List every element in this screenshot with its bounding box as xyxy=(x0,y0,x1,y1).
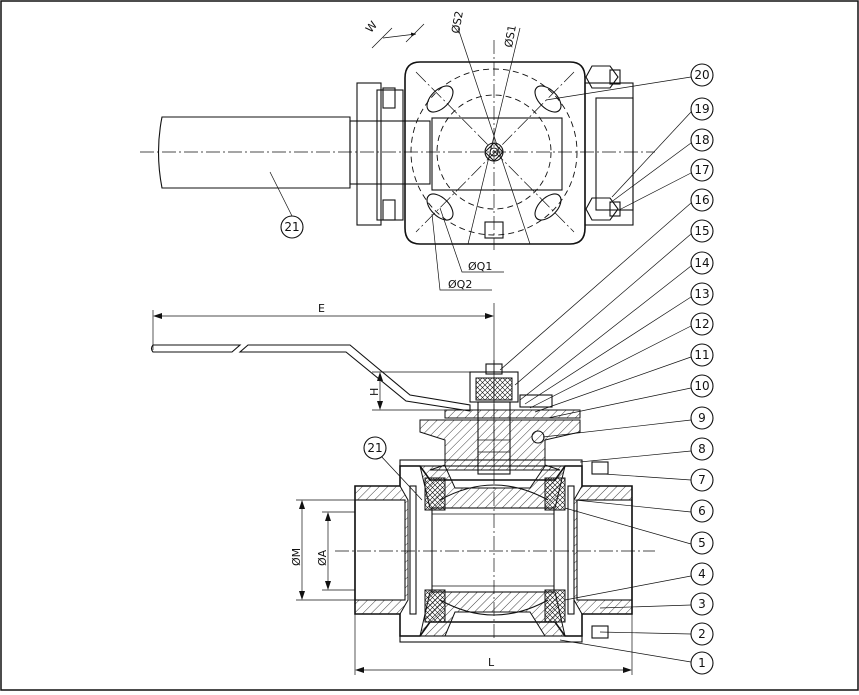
balloon-10: 10 xyxy=(690,374,714,398)
svg-text:7: 7 xyxy=(698,473,706,487)
svg-text:6: 6 xyxy=(698,504,706,518)
balloon-13: 13 xyxy=(690,282,714,306)
svg-text:21: 21 xyxy=(367,441,382,455)
side-seat-right-bottom xyxy=(544,589,566,623)
svg-text:8: 8 xyxy=(698,442,706,456)
top-bolt-right-bottom xyxy=(609,201,621,217)
balloon-9: 9 xyxy=(690,406,714,430)
side-view: E H xyxy=(150,202,692,675)
svg-text:4: 4 xyxy=(698,567,706,581)
balloon-4: 4 xyxy=(690,562,714,586)
balloon-7: 7 xyxy=(690,468,714,492)
balloon-11: 11 xyxy=(690,343,714,367)
svg-text:19: 19 xyxy=(694,102,709,116)
dim-S1: ØS1 xyxy=(502,24,519,49)
top-nut-right-bottom xyxy=(585,197,619,221)
top-slot-holes xyxy=(426,85,562,221)
svg-text:14: 14 xyxy=(694,256,709,270)
top-bolt-left-bottom xyxy=(382,199,396,221)
balloon-12: 12 xyxy=(690,312,714,336)
side-bonnet xyxy=(419,419,581,471)
svg-text:21: 21 xyxy=(284,220,299,234)
top-body-right-end xyxy=(584,82,634,226)
dim-L: L xyxy=(488,656,495,669)
balloon-6: 6 xyxy=(690,499,714,523)
svg-text:5: 5 xyxy=(698,536,706,550)
svg-text:15: 15 xyxy=(694,224,709,238)
balloon-18: 18 xyxy=(690,128,714,152)
side-bolt-top xyxy=(399,459,583,467)
top-mounting-pad xyxy=(404,61,586,245)
side-gasket-left xyxy=(409,485,417,615)
balloon-19: 19 xyxy=(690,97,714,121)
balloon-21-top: 21 xyxy=(280,215,304,239)
svg-text:12: 12 xyxy=(694,317,709,331)
balloon-1: 1 xyxy=(690,651,714,675)
balloon-8: 8 xyxy=(690,437,714,461)
dim-S2: ØS2 xyxy=(449,10,466,35)
side-gasket-right xyxy=(567,485,575,615)
svg-text:3: 3 xyxy=(698,597,706,611)
dim-E: E xyxy=(318,302,325,315)
balloon-3: 3 xyxy=(690,592,714,616)
dim-Q1: ØQ1 xyxy=(468,260,492,273)
side-end-bore-left xyxy=(354,499,406,601)
balloon-5: 5 xyxy=(690,531,714,555)
svg-text:11: 11 xyxy=(694,348,709,362)
top-body-right-cap xyxy=(595,97,634,211)
side-seat-left-top xyxy=(424,477,446,511)
svg-text:16: 16 xyxy=(694,193,709,207)
side-stop-plate xyxy=(444,409,581,419)
top-pcd-circle-inner xyxy=(436,94,552,210)
side-bolt-bottom xyxy=(399,635,583,643)
svg-text:13: 13 xyxy=(694,287,709,301)
top-bolt-right-top xyxy=(609,69,621,85)
side-handle xyxy=(150,344,242,353)
top-handle-hub xyxy=(349,120,431,185)
svg-text:20: 20 xyxy=(694,68,709,82)
svg-text:17: 17 xyxy=(694,163,709,177)
dim-H: H xyxy=(368,388,381,396)
top-body-left-end xyxy=(356,82,382,226)
side-end-bore-right xyxy=(576,499,633,601)
dim-Q2: ØQ2 xyxy=(448,278,472,291)
dim-M: ØM xyxy=(290,548,303,566)
side-end-cap-left xyxy=(354,485,409,615)
balloon-16: 16 xyxy=(690,188,714,212)
svg-text:9: 9 xyxy=(698,411,706,425)
top-pad-inner xyxy=(431,117,563,191)
balloon-17: 17 xyxy=(690,158,714,182)
side-seat-left-bottom xyxy=(424,589,446,623)
dim-W: W xyxy=(363,19,380,36)
top-bolt-left-top xyxy=(382,87,396,109)
side-seat-right-top xyxy=(544,477,566,511)
svg-text:2: 2 xyxy=(698,627,706,641)
svg-text:1: 1 xyxy=(698,656,706,670)
balloon-14: 14 xyxy=(690,251,714,275)
balloon-20: 20 xyxy=(690,63,714,87)
balloon-2: 2 xyxy=(690,622,714,646)
dim-A: ØA xyxy=(316,549,329,566)
svg-text:10: 10 xyxy=(694,379,709,393)
svg-text:18: 18 xyxy=(694,133,709,147)
balloon-15: 15 xyxy=(690,219,714,243)
balloon-21-side: 21 xyxy=(363,436,387,460)
side-bore xyxy=(431,507,555,593)
top-handle xyxy=(157,116,351,189)
top-nut-right-top xyxy=(585,65,619,89)
top-view: W ØS2 ØS1 ØQ1 ØQ2 xyxy=(140,10,692,291)
